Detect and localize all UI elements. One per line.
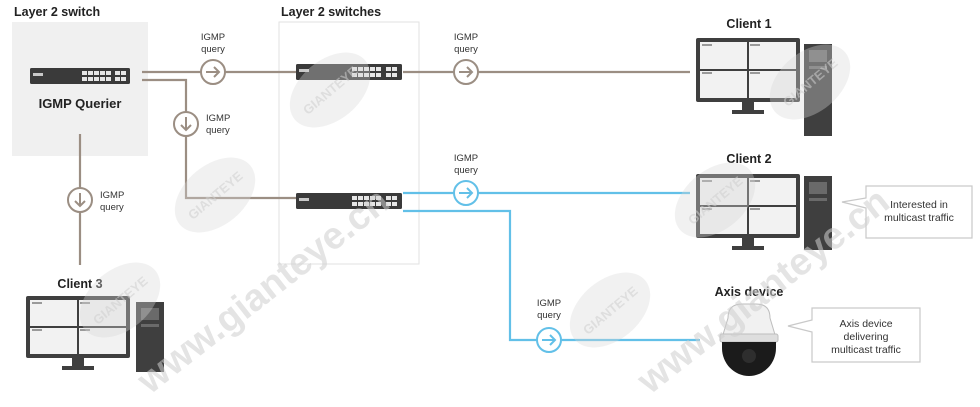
client2-computer-icon xyxy=(696,174,832,250)
igmp-arrow-4-down xyxy=(67,187,93,213)
layer2-switch-b-icon xyxy=(296,193,402,209)
igmp-arrow-6-blue xyxy=(536,327,562,353)
layer2-switches-panel xyxy=(278,21,420,265)
igmp-label-5: IGMP query xyxy=(454,153,478,176)
watermark-logo-4: GIANTEYE xyxy=(769,44,851,120)
igmp-label-5-line1: IGMP xyxy=(454,153,478,164)
layer2-switch-heading: Layer 2 switch xyxy=(14,5,100,19)
igmp-label-6-line2: query xyxy=(537,310,561,321)
client2-heading: Client 2 xyxy=(726,152,771,166)
igmp-label-2: IGMP query xyxy=(454,32,478,55)
client1-computer-icon xyxy=(696,38,832,136)
link-querier-to-switch-b xyxy=(142,78,296,200)
igmp-arrow-5-blue xyxy=(453,180,479,206)
client1-heading: Client 1 xyxy=(726,17,771,31)
igmp-label-5-line2: query xyxy=(454,165,478,176)
client3-computer-icon xyxy=(26,296,164,372)
igmp-label-6: IGMP query xyxy=(537,298,561,321)
igmp-label-2-line2: query xyxy=(454,44,478,55)
watermark-logo-1: GIANTEYE xyxy=(174,157,256,233)
igmp-label-3-line2: query xyxy=(206,125,230,136)
client2-callout-line1: Interested in xyxy=(890,199,948,211)
axis-device-heading: Axis device xyxy=(715,285,784,299)
querier-switch-icon xyxy=(30,68,130,84)
client2-callout-line2: multicast traffic xyxy=(884,212,954,224)
watermark-logo-2: GIANTEYE xyxy=(289,52,371,128)
igmp-label-1: IGMP query xyxy=(201,32,225,55)
igmp-label-1-line2: query xyxy=(201,44,225,55)
igmp-label-3-line1: IGMP xyxy=(206,113,230,124)
watermark-logo-6: GIANTEYE xyxy=(79,262,161,338)
igmp-label-4-line2: query xyxy=(100,202,124,213)
axis-callout: Axis device delivering multicast traffic xyxy=(787,307,921,363)
multicast-links xyxy=(403,191,700,342)
watermark-logo-3: GIANTEYE xyxy=(569,272,651,348)
igmp-label-4-line1: IGMP xyxy=(100,190,124,201)
layer2-switch-panel xyxy=(12,22,148,156)
igmp-label-4: IGMP query xyxy=(100,190,124,213)
igmp-arrow-3-down xyxy=(173,111,199,137)
igmp-label-6-line1: IGMP xyxy=(537,298,561,309)
igmp-querier-label: IGMP Querier xyxy=(39,96,122,111)
igmp-arrow-1 xyxy=(200,59,226,85)
axis-callout-line3: multicast traffic xyxy=(831,344,901,356)
watermark-url-1: www.gianteye.cn xyxy=(129,180,397,402)
layer2-switch-a-icon xyxy=(296,64,402,80)
watermark-logo-5: GIANTEYE xyxy=(674,162,756,238)
igmp-arrow-2 xyxy=(453,59,479,85)
axis-dome-camera-icon xyxy=(719,303,779,376)
igmp-label-1-line1: IGMP xyxy=(201,32,225,43)
client2-callout: Interested in multicast traffic xyxy=(841,185,973,239)
layer2-switches-heading: Layer 2 switches xyxy=(281,5,381,19)
link-switch-b-to-axis xyxy=(403,209,700,342)
client3-heading: Client 3 xyxy=(57,277,102,291)
axis-callout-line1: Axis device xyxy=(839,318,892,330)
igmp-label-2-line1: IGMP xyxy=(454,32,478,43)
axis-callout-line2: delivering xyxy=(844,331,889,343)
igmp-label-3: IGMP query xyxy=(206,113,230,136)
